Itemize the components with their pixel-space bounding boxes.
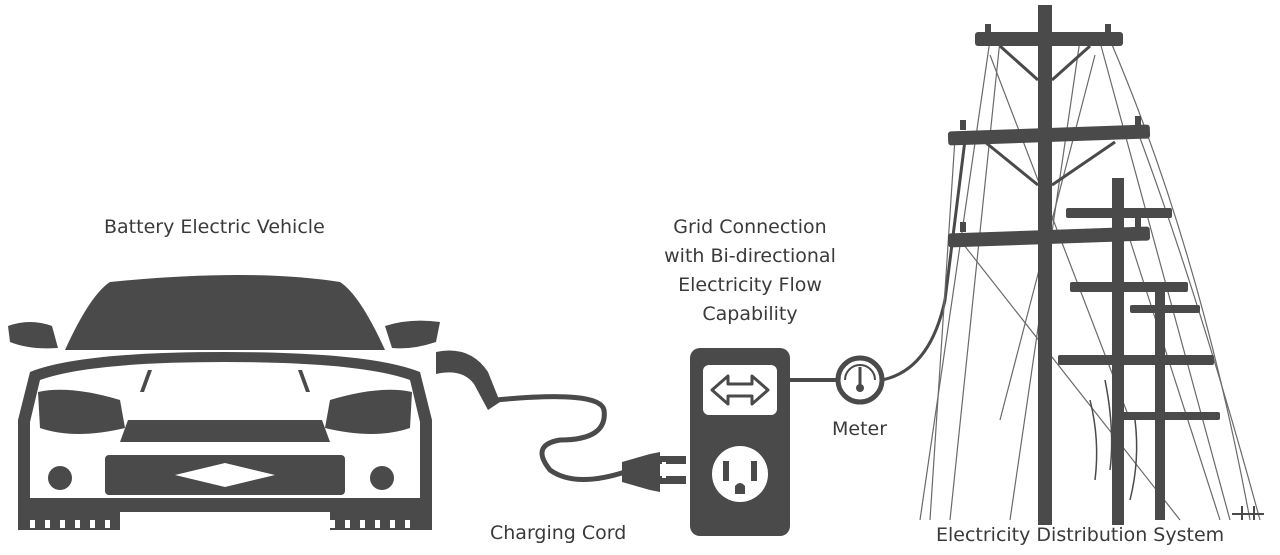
plug-icon <box>622 452 686 492</box>
grid-label-line-1: Grid Connection <box>673 216 827 238</box>
outlet-icon <box>712 446 768 502</box>
grid-connection-label: Grid Connection with Bi-directional Elec… <box>640 213 860 329</box>
distribution-system-label: Electricity Distribution System <box>936 524 1225 546</box>
grid-label-line-4: Capability <box>702 303 798 325</box>
utility-pole-icon <box>919 5 1264 525</box>
grid-label-line-3: Electricity Flow <box>678 274 822 296</box>
charging-cord <box>436 350 686 492</box>
charger-connector-icon <box>436 350 500 410</box>
grid-connection-box <box>690 348 790 536</box>
meter-gauge-icon <box>835 355 885 405</box>
bidirectional-arrow-icon <box>710 374 770 406</box>
meter-label: Meter <box>832 418 888 440</box>
vehicle-label: Battery Electric Vehicle <box>104 216 325 238</box>
grid-label-line-2: with Bi-directional <box>664 245 836 267</box>
charging-cord-label: Charging Cord <box>490 522 627 544</box>
